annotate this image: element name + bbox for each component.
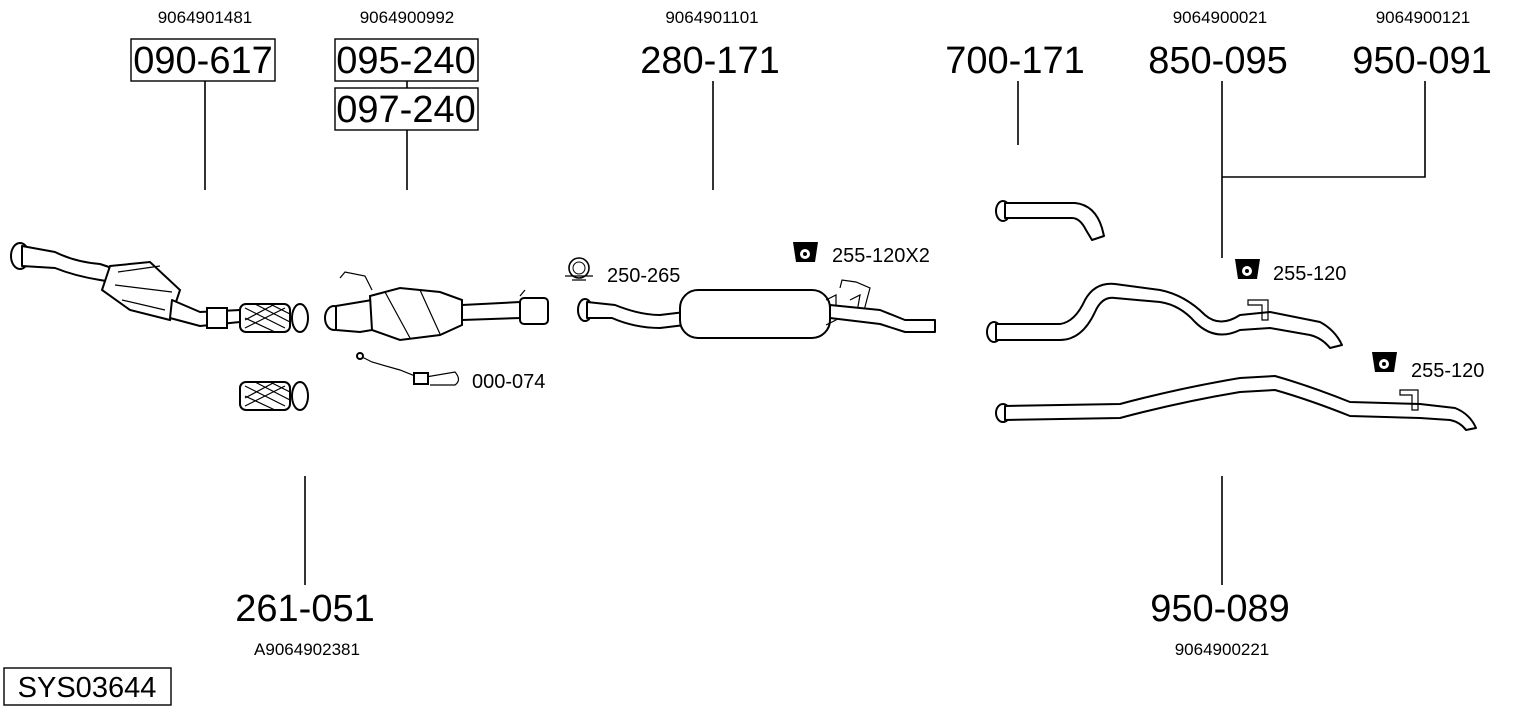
- diagram-code-text: SYS03644: [18, 672, 157, 704]
- rear-pipe-upper-drawing: [986, 282, 1343, 349]
- middle-silencer-drawing: [577, 279, 936, 339]
- part-number: 097-240: [336, 89, 475, 131]
- rubber-hanger-icon: [1372, 352, 1397, 372]
- part-261-051[interactable]: 261-051 A9064902381: [235, 381, 375, 659]
- leader-line: [1222, 81, 1426, 178]
- part-number: 950-091: [1352, 40, 1491, 82]
- sensor-wire-icon: [356, 352, 460, 386]
- oem-number: A9064902381: [254, 640, 360, 659]
- part-280-171[interactable]: 9064901101 280-171: [577, 8, 936, 339]
- part-number: 850-095: [1148, 40, 1287, 82]
- accessory-label: 255-120X2: [832, 245, 930, 267]
- connecting-pipe-drawing: [995, 200, 1105, 241]
- accessory-label: 255-120: [1411, 360, 1484, 382]
- rubber-hanger-icon: [793, 242, 818, 262]
- pipe-clamp-icon: [565, 257, 593, 281]
- part-number: 095-240: [336, 40, 475, 82]
- part-950-089[interactable]: 950-089 9064900221: [995, 375, 1477, 659]
- dpf-drawing: [324, 271, 549, 342]
- part-number-box: [130, 38, 276, 82]
- oem-number: 9064900121: [1376, 8, 1471, 27]
- part-700-171[interactable]: 700-171: [945, 40, 1105, 241]
- part-number: 700-171: [945, 40, 1084, 82]
- part-850-095[interactable]: 9064900021 850-095: [986, 8, 1343, 349]
- oem-number: 9064901101: [665, 8, 758, 27]
- part-097-240[interactable]: 097-240: [334, 87, 479, 190]
- accessory-000-074[interactable]: 000-074: [356, 352, 545, 393]
- rear-pipe-lower-drawing: [995, 375, 1477, 431]
- front-pipe-drawing: [10, 242, 309, 333]
- part-095-240[interactable]: 9064900992 095-240: [334, 8, 479, 88]
- part-number: 090-617: [133, 40, 272, 82]
- part-number-box: [334, 38, 479, 82]
- accessory-250-265[interactable]: 250-265: [565, 257, 680, 287]
- oem-number: 9064900992: [360, 8, 455, 27]
- flex-pipe-drawing: [239, 381, 309, 411]
- part-number: 280-171: [640, 40, 779, 82]
- oem-number: 9064900221: [1175, 640, 1270, 659]
- accessory-255-120-upper[interactable]: 255-120: [1235, 259, 1346, 285]
- accessory-255-120-lower[interactable]: 255-120: [1372, 352, 1484, 382]
- part-950-091[interactable]: 9064900121 950-091: [1222, 8, 1492, 178]
- part-number-box: [334, 87, 479, 131]
- oem-number: 9064900021: [1173, 8, 1268, 27]
- accessory-label: 250-265: [607, 265, 680, 287]
- part-number: 261-051: [235, 588, 374, 630]
- part-number: 950-089: [1150, 588, 1289, 630]
- diagram-code: SYS03644: [3, 667, 172, 706]
- accessory-255-120x2[interactable]: 255-120X2: [793, 242, 930, 267]
- accessory-label: 000-074: [472, 371, 545, 393]
- rubber-hanger-icon: [1235, 259, 1260, 279]
- part-090-617[interactable]: 9064901481 090-617: [10, 8, 309, 333]
- diagram-code-box: [3, 667, 172, 706]
- accessory-label: 255-120: [1273, 263, 1346, 285]
- oem-number: 9064901481: [158, 8, 253, 27]
